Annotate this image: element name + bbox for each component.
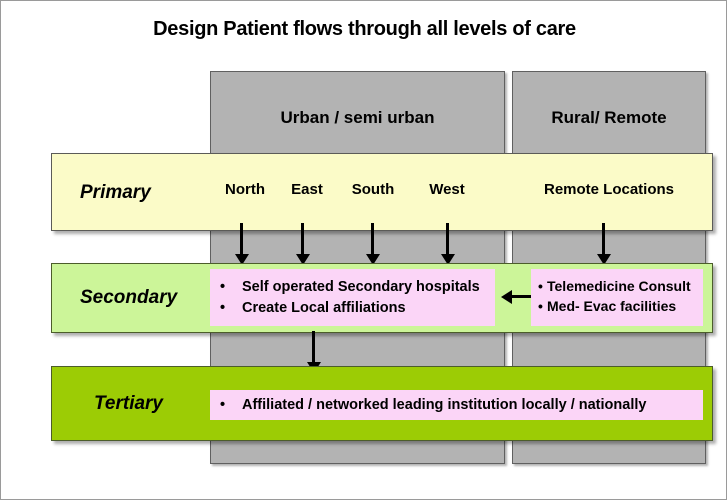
primary-site-south: South [351, 181, 395, 198]
list-item: • Med- Evac facilities [538, 296, 703, 316]
primary-site-east: East [291, 181, 323, 198]
tertiary-actions-box: • Affiliated / networked leading institu… [210, 390, 703, 420]
arrow-primary-south-to-secondary [366, 223, 380, 265]
band-primary: Primary [51, 153, 713, 231]
band-tertiary-label: Tertiary [94, 393, 163, 414]
list-item-text: Affiliated / networked leading instituti… [242, 397, 647, 413]
list-item-text: Create Local affiliations [242, 300, 406, 317]
bullet-icon: • [538, 278, 543, 294]
secondary-urban-list: • Self operated Secondary hospitals • Cr… [220, 277, 495, 319]
bullet-icon: • [538, 298, 543, 315]
secondary-rural-actions-box: • Telemedicine Consult • Med- Evac facil… [531, 269, 703, 326]
list-item: • Affiliated / networked leading institu… [220, 395, 703, 416]
arrow-primary-east-to-secondary [296, 223, 310, 265]
band-primary-label: Primary [80, 182, 151, 203]
secondary-urban-actions-box: • Self operated Secondary hospitals • Cr… [210, 269, 495, 326]
primary-site-west: West [429, 181, 465, 198]
arrow-primary-west-to-secondary [441, 223, 455, 265]
band-secondary-label: Secondary [80, 287, 178, 308]
secondary-rural-list: • Telemedicine Consult • Med- Evac facil… [538, 276, 703, 317]
list-item: • Telemedicine Consult [538, 276, 703, 296]
bullet-icon: • [220, 397, 226, 413]
bullet-icon: • [220, 300, 226, 317]
list-item-text: Telemedicine Consult [547, 278, 691, 294]
primary-site-north: North [225, 181, 265, 198]
arrow-primary-north-to-secondary [235, 223, 249, 265]
arrow-rural-to-urban-secondary [501, 290, 531, 304]
list-item: • Self operated Secondary hospitals [220, 277, 495, 298]
list-item-text: Self operated Secondary hospitals [242, 279, 480, 295]
bullet-icon: • [220, 279, 226, 295]
page-title: Design Patient flows through all levels … [153, 18, 576, 40]
tertiary-list: • Affiliated / networked leading institu… [220, 395, 703, 416]
list-item-text: Med- Evac facilities [547, 298, 677, 315]
primary-site-remote-locations: Remote Locations [543, 181, 675, 198]
column-urban-label: Urban / semi urban [280, 108, 435, 127]
column-rural-label: Rural/ Remote [551, 108, 667, 127]
list-item: • Create Local affiliations [220, 298, 495, 319]
arrow-primary-remote-to-secondary [597, 223, 611, 265]
